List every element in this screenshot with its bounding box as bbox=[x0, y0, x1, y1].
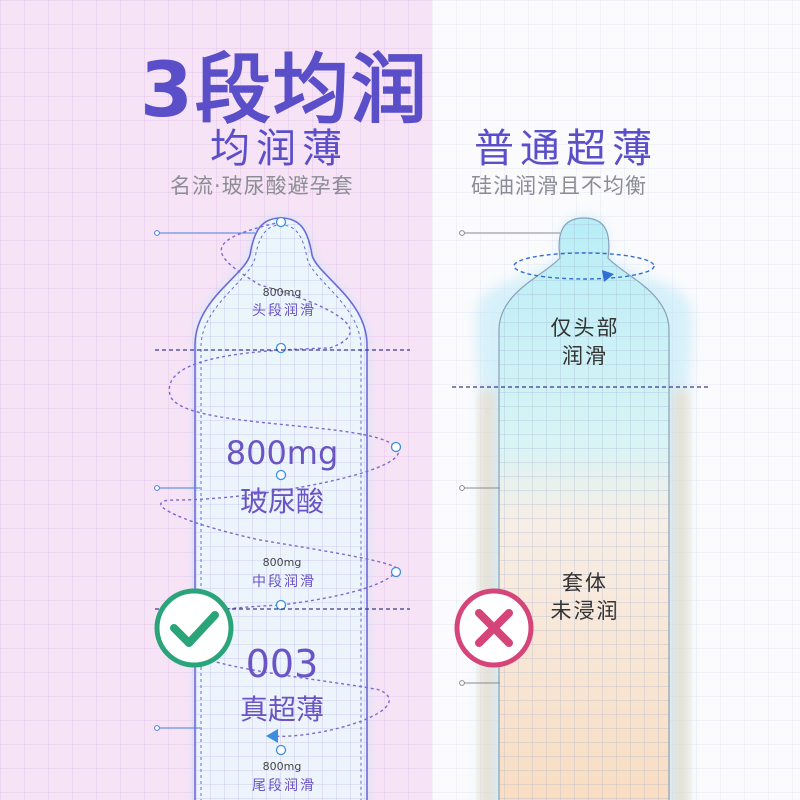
tail-label: 尾段润滑 bbox=[252, 778, 316, 794]
left-subtitle: 均润薄 bbox=[210, 126, 348, 172]
cross-badge bbox=[454, 588, 534, 668]
right-condom-shape bbox=[475, 216, 693, 800]
spiral-node bbox=[275, 744, 287, 756]
thin-label: 真超薄 bbox=[239, 693, 325, 726]
right-caption: 硅油润滑且不均衡 bbox=[471, 174, 647, 198]
right-subtitle: 普通超薄 bbox=[474, 126, 658, 172]
spiral-node bbox=[275, 216, 287, 228]
arrow-left-icon bbox=[266, 729, 278, 743]
tail-amount: 800mg bbox=[262, 760, 302, 773]
head-ring bbox=[513, 252, 655, 280]
spiral-node bbox=[275, 469, 287, 481]
check-icon bbox=[170, 611, 219, 647]
left-callouts bbox=[154, 230, 255, 731]
left-condom-shape bbox=[194, 217, 368, 800]
check-badge bbox=[154, 588, 234, 668]
right-body-label-1: 套体 bbox=[562, 571, 608, 595]
right-callouts bbox=[459, 230, 560, 686]
thin-value: 003 bbox=[245, 642, 319, 686]
cross-icon bbox=[475, 609, 513, 647]
main-amount: 800mg bbox=[225, 434, 339, 472]
head-amount: 800mg bbox=[262, 286, 302, 299]
head-label: 头段润滑 bbox=[252, 303, 316, 319]
right-head-label-2: 润滑 bbox=[562, 344, 608, 368]
spiral-node bbox=[390, 566, 402, 578]
arrow-right-icon bbox=[602, 270, 614, 282]
main-label: 玻尿酸 bbox=[239, 485, 325, 518]
right-body-label-2: 未浸润 bbox=[550, 599, 620, 623]
mid-amount: 800mg bbox=[262, 556, 302, 569]
spiral-node bbox=[275, 599, 287, 611]
spiral-node bbox=[390, 441, 402, 453]
page-title: 3段均润 bbox=[140, 45, 429, 134]
left-caption: 名流·玻尿酸避孕套 bbox=[170, 174, 354, 198]
spiral-node bbox=[275, 342, 287, 354]
right-head-label-1: 仅头部 bbox=[550, 316, 620, 340]
mid-label: 中段润滑 bbox=[252, 574, 316, 590]
